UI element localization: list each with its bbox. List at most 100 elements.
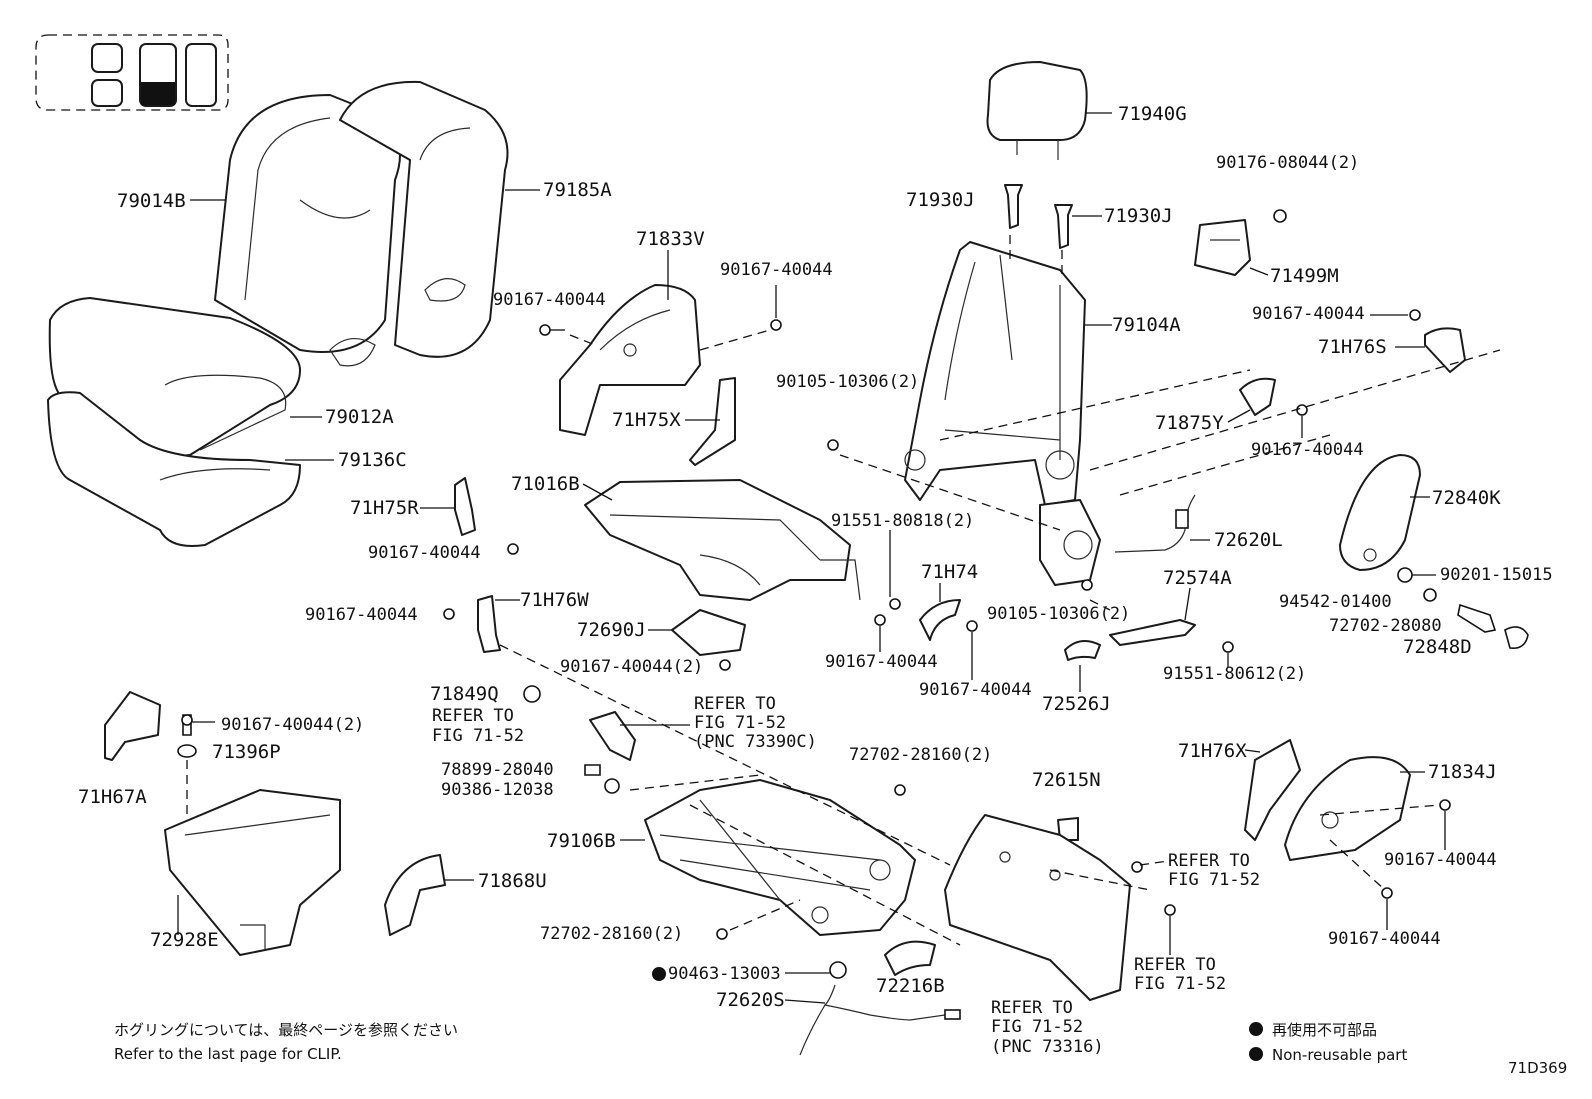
seat-position-key [35, 34, 229, 111]
label-71868U: 71868U [478, 870, 547, 892]
label-78899-28040: 78899-28040 [441, 760, 554, 780]
label-refer-fig: FIG 71-52 [694, 713, 786, 733]
seat-key-front-left [91, 43, 123, 73]
label-79104A: 79104A [1112, 314, 1181, 336]
cap-72848D [1504, 626, 1529, 650]
label-90167-40044-2: 90167-40044(2) [221, 715, 364, 735]
label-71H76S: 71H76S [1318, 336, 1387, 358]
bolt-ref-fig [1164, 904, 1176, 916]
label-refer-fig: FIG 71-52 [991, 1017, 1083, 1037]
bolt-90167-40044 [1409, 309, 1421, 321]
cover-71H76S [1424, 327, 1466, 373]
label-94542-01400: 94542-01400 [1279, 592, 1392, 612]
armrest-72840K [1339, 454, 1421, 571]
label-90167-40044: 90167-40044 [1328, 929, 1441, 949]
label-90176-08044: 90176-08044(2) [1216, 153, 1359, 173]
label-90167-40044: 90167-40044 [305, 605, 418, 625]
label-refer-fig: FIG 71-52 [432, 726, 524, 746]
label-90105-10306: 90105-10306(2) [987, 604, 1130, 624]
label-71849Q: 71849Q [430, 683, 499, 705]
label-79106B: 79106B [547, 830, 616, 852]
nut-90386-12038 [604, 778, 620, 794]
clip-note-english: Refer to the last page for CLIP. [114, 1045, 342, 1063]
bracket-71H76W [477, 595, 501, 653]
cover-72526J [1064, 640, 1101, 661]
legend-marker [1249, 1047, 1263, 1061]
clip-note-japanese: ホグリングについては、最終ページを参照ください [114, 1021, 458, 1039]
label-72574A: 72574A [1163, 567, 1232, 589]
label-90463-13003: 90463-13003 [668, 964, 781, 984]
label-72620L: 72620L [1214, 529, 1283, 551]
label-71930J: 71930J [1104, 205, 1173, 227]
clip-90176-08044 [1273, 209, 1287, 223]
label-refer-to: REFER TO [1168, 851, 1250, 871]
bolt-90167-40044-2 [719, 659, 731, 671]
label-refer-fig: FIG 71-52 [1134, 974, 1226, 994]
clip-90463-13003 [829, 961, 847, 979]
bolt-90167-40044 [539, 324, 551, 336]
cable-72620S [799, 984, 961, 1056]
label-72216B: 72216B [876, 975, 945, 997]
label-refer-fig: FIG 71-52 [1168, 870, 1260, 890]
label-refer-pnc: (PNC 73316) [991, 1037, 1104, 1057]
seat-key-highlight [141, 82, 175, 105]
legend-japanese: 再使用不可部品 [1272, 1021, 1377, 1039]
label-72702-28080: 72702-28080 [1329, 616, 1442, 636]
bolt-ref-fig [1131, 861, 1143, 873]
label-72840K: 72840K [1432, 487, 1501, 509]
bolt-78899-28040 [584, 764, 601, 776]
label-72702-28160: 72702-28160(2) [540, 924, 683, 944]
trim-cover-71833V [559, 284, 701, 436]
legend-marker [1249, 1022, 1263, 1036]
label-79136C: 79136C [338, 449, 407, 471]
label-71940G: 71940G [1118, 103, 1187, 125]
recliner-mechanism [1039, 499, 1101, 586]
bolt-90105-10306 [827, 439, 839, 451]
seat-track-frame-79106B [644, 779, 916, 936]
label-71834J: 71834J [1428, 761, 1497, 783]
label-90167-40044: 90167-40044 [493, 290, 606, 310]
cover-71875Y [1239, 377, 1276, 416]
label-72702-28160: 72702-28160(2) [849, 745, 992, 765]
label-refer-pnc: (PNC 73390C) [694, 732, 817, 752]
bolt-90167-40044 [443, 608, 455, 620]
seat-key-right [185, 43, 217, 107]
washer-90201-15015 [1397, 567, 1413, 583]
label-71H76W: 71H76W [520, 589, 589, 611]
bolt-90105-10306 [1081, 579, 1093, 591]
cover-72216B [884, 940, 936, 976]
label-72848D: 72848D [1403, 636, 1472, 658]
label-90105-10306: 90105-10306(2) [776, 372, 919, 392]
label-90167-40044: 90167-40044 [1251, 440, 1364, 460]
bracket-71H76X [1244, 739, 1301, 841]
non-reusable-marker [652, 967, 666, 981]
label-79185A: 79185A [543, 179, 612, 201]
label-90167-40044: 90167-40044 [919, 680, 1032, 700]
headrest-guide-71930J-right [1054, 204, 1073, 249]
label-71499M: 71499M [1270, 265, 1339, 287]
bolt-90167-40044 [966, 620, 978, 632]
hog-ring-71849Q [523, 685, 541, 703]
bolt-90167-40044 [1296, 404, 1308, 416]
lever-72574A [1109, 619, 1196, 646]
label-91551-80612: 91551-80612(2) [1163, 664, 1306, 684]
label-90167-40044: 90167-40044 [720, 260, 833, 280]
bolt-90167-40044 [1381, 887, 1393, 899]
bracket-72690J [671, 609, 746, 656]
footer: ホグリングについては、最終ページを参照ください Refer to the las… [114, 1021, 1567, 1077]
bolt-91551-80818 [889, 598, 901, 610]
bracket-71H75R [454, 477, 476, 536]
bolt-90167-40044 [507, 543, 519, 555]
bolt-91551-80612 [1222, 641, 1234, 653]
label-91551-80818: 91551-80818(2) [831, 511, 974, 531]
label-90167-40044: 90167-40044 [1384, 850, 1497, 870]
label-90201-15015: 90201-15015 [1440, 565, 1553, 585]
label-71H67A: 71H67A [78, 786, 147, 808]
washer-94542-01400 [1423, 588, 1437, 602]
label-79014B: 79014B [117, 190, 186, 212]
label-72526J: 72526J [1042, 693, 1111, 715]
cable-72620L [1114, 494, 1196, 553]
bracket-71499M [1194, 219, 1251, 276]
bolt-90167-40044 [770, 319, 782, 331]
